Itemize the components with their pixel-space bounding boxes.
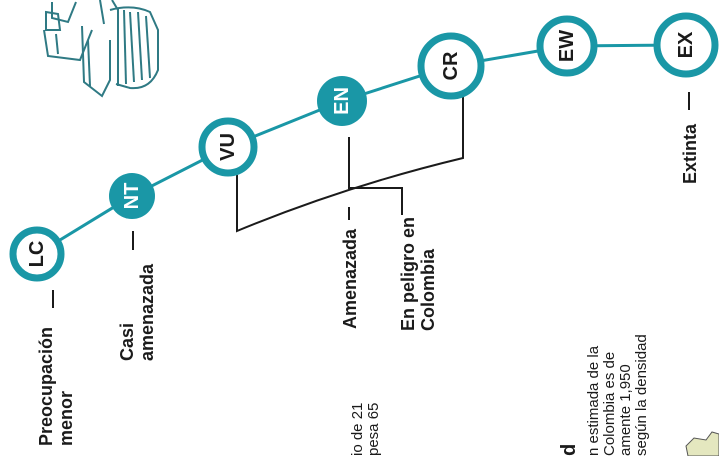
label-colombia-text: En peligro enColombia [398, 217, 438, 331]
node-ew: EW [536, 15, 598, 77]
text-fragment-right: n estimada de laColombia es deamente 1,9… [585, 334, 650, 456]
label-ex: Extinta [680, 92, 700, 184]
node-nt: NT [109, 173, 155, 219]
label-ex-text: Extinta [680, 123, 700, 184]
node-circle-en [317, 76, 367, 126]
map-fragment-icon [685, 431, 719, 456]
node-code-lc: LC [26, 241, 48, 268]
node-code-ew: EW [556, 30, 578, 62]
node-circle-cr [417, 32, 485, 100]
range-brackets [236, 96, 464, 233]
node-code-ex: EX [675, 31, 697, 58]
node-code-cr: CR [440, 51, 462, 80]
node-circle-ew [536, 15, 598, 77]
text-fragment-left: io de 21pesa 65 [349, 403, 382, 456]
label-en: Amenazada [340, 207, 360, 329]
node-lc: LC [9, 226, 65, 282]
node-cr: CR [417, 32, 485, 100]
node-code-nt: NT [121, 183, 143, 210]
label-nt: Casiamenazada [117, 231, 157, 361]
node-circle-nt [109, 173, 155, 219]
node-ex: EX [653, 12, 719, 78]
label-en-text: Amenazada [340, 228, 360, 329]
node-code-en: EN [331, 87, 353, 115]
label-nt-text: Casiamenazada [117, 263, 157, 361]
text-fragment-heading: d [558, 444, 580, 456]
animal-sketch-icon [43, 0, 159, 98]
node-circle-lc [9, 226, 65, 282]
node-vu: VU [198, 117, 258, 177]
label-lc-text: Preocupaciónmenor [36, 327, 76, 446]
label-colombia: En peligro enColombia [398, 217, 438, 331]
node-circle-ex [653, 12, 719, 78]
node-circle-vu [198, 117, 258, 177]
node-en: EN [317, 76, 367, 126]
label-lc: Preocupaciónmenor [36, 290, 76, 446]
node-code-vu: VU [217, 133, 239, 161]
